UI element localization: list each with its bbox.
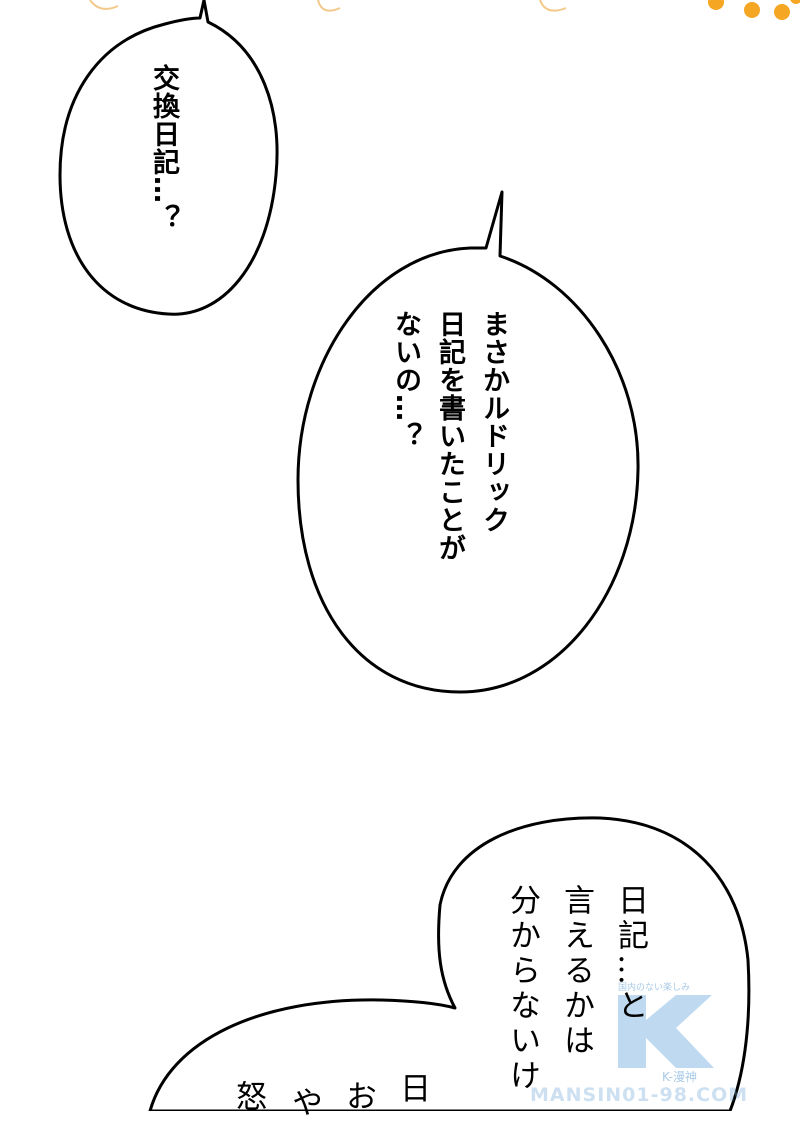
bubble-top-left-line-1: 交換日記…？ <box>148 64 179 232</box>
bubble-middle-line-2: 日記を書いたことが <box>434 310 465 562</box>
bubble-bottom-partial-4: 怒 <box>230 1080 266 1115</box>
bubble-bottom-partial-1: 日 <box>394 1072 430 1107</box>
watermark-tagline: 国内のない楽しみ <box>618 983 691 993</box>
bubble-bottom <box>148 816 751 1111</box>
orange-dots <box>708 0 800 20</box>
bubble-bottom-line-1: 日記…と <box>612 884 648 1024</box>
bubble-middle <box>296 190 640 694</box>
watermark-site: MANSIN01-98.COM <box>530 1084 749 1106</box>
k-letter-icon <box>618 995 714 1068</box>
watermark-logo <box>618 995 714 1068</box>
bubble-bottom-partial-3: や <box>286 1086 322 1121</box>
bubble-middle-line-3: ないの…？ <box>390 310 421 450</box>
top-decoration <box>89 0 567 12</box>
bubble-bottom-line-3: 分からないけ <box>504 884 540 1094</box>
bubble-middle-line-1: まさかルドリック <box>478 310 509 534</box>
bubble-top-left <box>58 0 279 316</box>
watermark-brand: K-漫神 <box>662 1070 697 1084</box>
bubble-bottom-partial-2: お <box>340 1080 376 1115</box>
bubble-bottom-line-2: 言えるかは <box>558 884 594 1059</box>
